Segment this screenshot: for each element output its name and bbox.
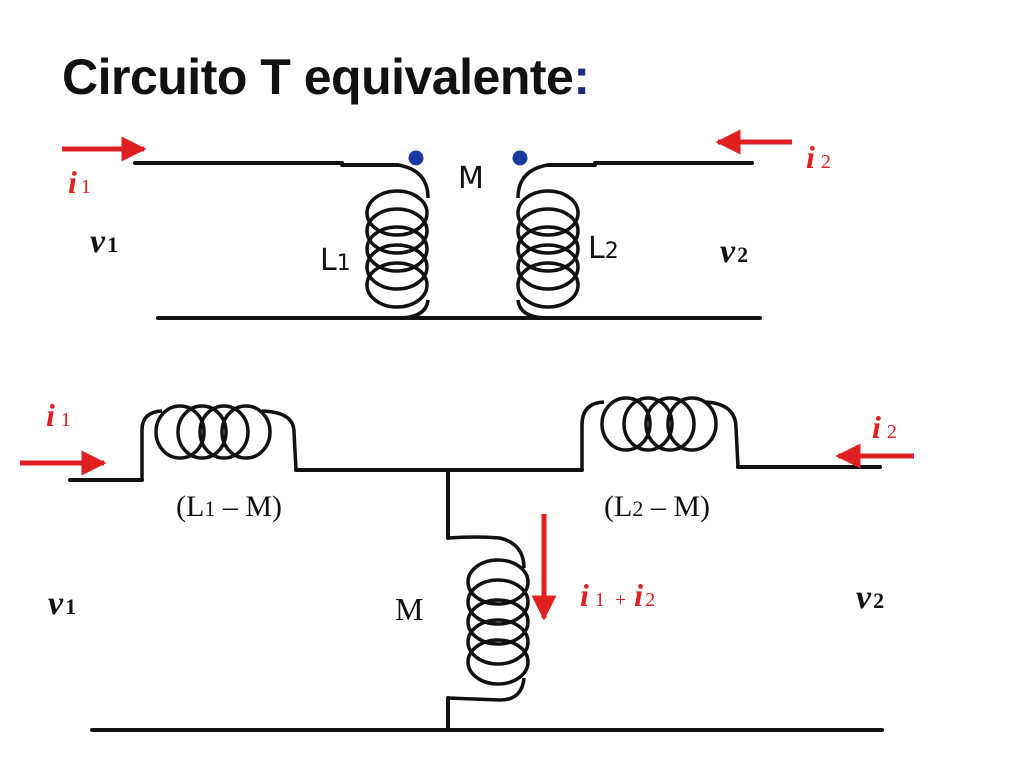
top-v1-label: v1 <box>90 223 118 260</box>
polarity-dot-left <box>408 150 424 166</box>
top-l2-label: L2 <box>588 231 619 266</box>
bottom-v1-label: v1 <box>48 585 76 622</box>
inductor-l2-coil <box>516 163 580 320</box>
l1-minus-m-label: (L1 – M) <box>176 490 282 523</box>
title-colon: : <box>573 49 590 105</box>
page-title: Circuito T equivalente: <box>62 49 590 105</box>
shunt-m-label: M <box>395 591 423 627</box>
inductor-l1-coil <box>365 163 430 320</box>
top-mutual-label: M <box>458 161 484 196</box>
inductor-m-shunt-coil <box>447 535 530 702</box>
title-text: Circuito T equivalente <box>62 49 574 105</box>
top-v2-label: v2 <box>720 233 748 270</box>
bottom-v2-label: v2 <box>856 579 884 616</box>
l2-minus-m-label: (L2 – M) <box>604 490 710 523</box>
inductor-l2-minus-m-coil <box>580 396 740 470</box>
polarity-dot-right <box>512 150 528 166</box>
inductor-l1-minus-m-coil <box>140 404 298 480</box>
top-l1-label: L1 <box>320 243 351 278</box>
